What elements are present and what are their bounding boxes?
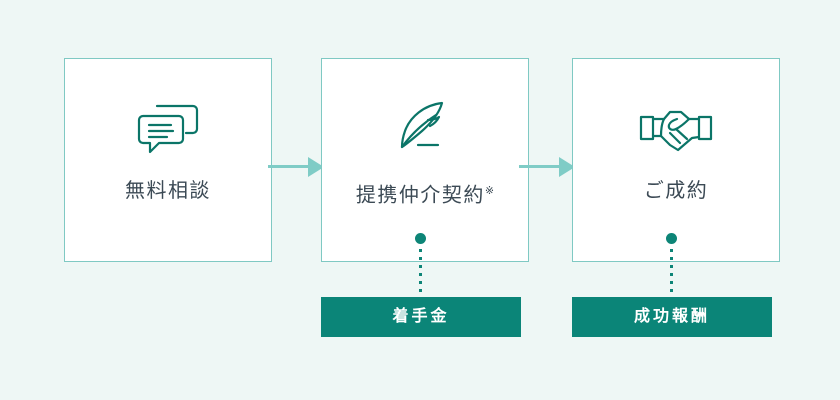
feather-quill-icon	[322, 95, 528, 161]
arrow-head	[308, 157, 324, 177]
step-card-2: 提携仲介契約※	[321, 58, 529, 262]
arrow-head	[559, 157, 575, 177]
arrow-right-icon	[519, 157, 575, 177]
footnote-mark: ※	[484, 185, 495, 197]
step-card-3: ご成約	[572, 58, 780, 262]
handshake-icon	[573, 95, 779, 161]
fee-node-dot-2	[415, 233, 426, 244]
chat-bubbles-icon	[65, 95, 271, 161]
fee-dotted-connector-3	[670, 249, 673, 297]
step-label-text-2: 提携仲介契約	[355, 184, 485, 207]
step-label-2: 提携仲介契約※	[322, 177, 528, 210]
fee-banner-label-3: 成功報酬	[633, 308, 710, 325]
fee-node-dot-3	[666, 233, 677, 244]
step-card-1: 無料相談	[64, 58, 272, 262]
fee-dotted-connector-2	[419, 249, 422, 297]
step-label-3: ご成約	[573, 177, 779, 205]
fee-banner-success: 成功報酬	[572, 297, 772, 337]
arrow-shaft	[268, 165, 310, 168]
step-label-1: 無料相談	[65, 177, 271, 205]
arrow-right-icon	[268, 157, 324, 177]
arrow-shaft	[519, 165, 561, 168]
step-label-text-3: ご成約	[643, 180, 709, 202]
fee-banner-label-2: 着手金	[392, 308, 450, 325]
step-label-text-1: 無料相談	[125, 180, 211, 202]
fee-banner-retainer: 着手金	[321, 297, 521, 337]
